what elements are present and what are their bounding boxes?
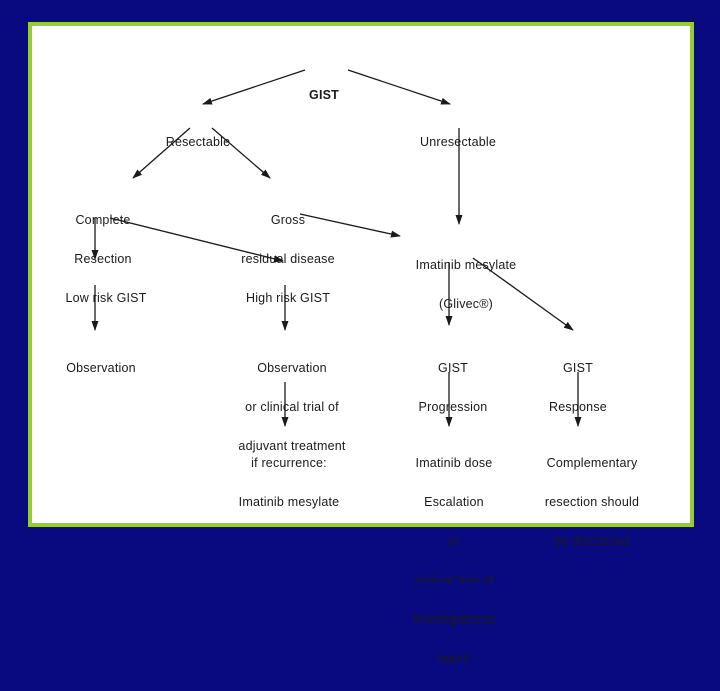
node-observation-text: Observation [66,361,136,375]
node-dose-escalation-line-2: Escalation [424,495,484,509]
edge-resectable-complete [132,127,191,179]
node-observation: Observation [66,336,136,401]
node-response-line-2: Response [549,400,607,414]
node-response-line-1: GIST [563,361,593,375]
node-recurrence-line-1: if recurrence: [251,456,327,470]
node-recurrence-line-2: Imatinib mesylate [238,495,340,509]
node-resectable: Resectable [166,110,231,175]
edge-gist-unresectable [347,69,451,105]
node-imatinib-line-2: (Glivec®) [438,297,494,311]
node-resectable-text: Resectable [165,135,231,149]
node-gross-residual-line-2: residual disease [241,252,335,266]
flowchart: GIST Resectable Unresectable Complete Re… [65,63,639,665]
diagram-panel [28,22,694,527]
node-imatinib: Imatinib mesylate (Glivec®) [416,233,517,337]
node-progression-line-2: Progression [418,400,488,414]
node-low-risk: Low risk GIST [65,266,146,331]
node-progression-line-1: GIST [438,361,468,375]
node-complete-resection-line-2: Resection [74,252,132,266]
node-high-risk: High risk GIST [246,266,330,331]
node-observation-trial: Observation or clinical trial of adjuvan… [238,336,345,479]
node-complementary-line-1: Complementary [546,456,638,470]
node-complementary-line-2: resection should [544,495,640,509]
node-observation-trial-line-3: adjuvant treatment [238,439,346,453]
node-gist: GIST [309,63,339,128]
node-complementary: Complementary resection should be discus… [545,431,639,574]
node-dose-escalation-line-3: or [448,534,460,548]
node-complementary-line-3: be discussed [554,534,630,548]
edge-complete-highrisk [109,217,284,263]
node-dose-escalation-line-5: investigational [412,612,496,626]
node-complete-resection: Complete Resection [74,188,131,292]
node-dose-escalation-line-6: agent [437,651,471,665]
edge-resectable-gross [211,127,271,179]
node-response: GIST Response [549,336,607,440]
node-dose-escalation-line-1: Imatinib dose [415,456,493,470]
edge-gist-resectable [202,69,306,105]
edge-gross-imatinib [299,213,401,238]
flowchart-edges [91,69,582,427]
node-unresectable-text: Unresectable [419,135,497,149]
node-low-risk-text: Low risk GIST [65,291,147,305]
node-unresectable: Unresectable [420,110,496,175]
node-dose-escalation: Imatinib dose Escalation or clinical tri… [413,431,495,691]
node-gross-residual-line-1: Gross [270,213,306,227]
node-observation-trial-line-2: or clinical trial of [245,400,339,414]
node-high-risk-text: High risk GIST [245,291,331,305]
node-dose-escalation-line-4: clinical trial of [414,573,494,587]
node-imatinib-line-1: Imatinib mesylate [415,258,517,272]
node-gist-text: GIST [309,88,339,102]
node-progression: GIST Progression [419,336,488,440]
edge-imatinib-response [472,257,574,331]
node-gross-residual: Gross residual disease [241,188,335,292]
node-observation-trial-line-1: Observation [257,361,327,375]
node-recurrence: if recurrence: Imatinib mesylate [239,431,340,535]
node-complete-resection-line-1: Complete [75,213,131,227]
